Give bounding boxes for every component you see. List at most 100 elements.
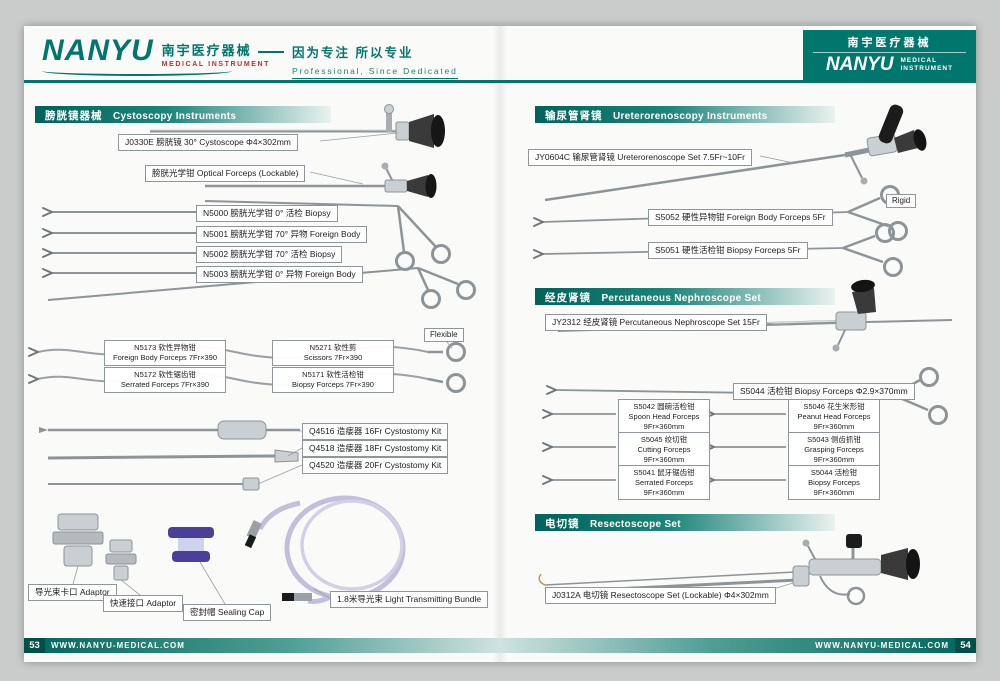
section-header-cystoscopy: 膀胱镜器械 Cystoscopy Instruments — [35, 106, 331, 123]
label-line: 9Fr×360mm — [643, 421, 685, 431]
label-q4518: Q4518 造瘘器 18Fr Cystostomy Kit — [302, 440, 449, 458]
section-title-en: Resectoscope Set — [589, 519, 681, 530]
slogan: 因为专注 所以专业 Professional, Since Dedicated — [258, 42, 458, 79]
cystoscope-art — [150, 104, 445, 148]
label-line: N5171 软性活检钳 — [302, 370, 364, 379]
page-number-left: 53 — [24, 638, 45, 653]
optical-forceps-inserts-art — [42, 207, 196, 278]
corner-logo-block: 南宇医疗器械 NANYU MEDICAL INSTRUMENT — [803, 30, 976, 80]
label-s5051: S5051 硬性活检钳 Biopsy Forceps 5Fr — [648, 242, 808, 260]
brand-subtitle: MEDICAL INSTRUMENT — [161, 61, 271, 68]
section-title-en: Ureterorenoscopy Instruments — [612, 111, 768, 122]
label-q4520: Q4520 造瘘器 20Fr Cystostomy Kit — [302, 457, 449, 475]
section-title-cn: 膀胱镜器械 — [45, 110, 103, 122]
label-line: Scissors 7Fr×390 — [303, 352, 363, 362]
label-n5172: N5172 软性锯齿钳 Serrated Forceps 7Fr×390 — [104, 367, 226, 393]
adaptors-art — [52, 513, 137, 581]
corner-brand-wordmark: NANYU — [825, 54, 894, 75]
logo-swoosh — [42, 68, 232, 76]
corner-subtitle-line2: INSTRUMENT — [900, 64, 954, 72]
tag-rigid: Rigid — [886, 194, 917, 209]
page-number-right: 54 — [955, 638, 976, 653]
label-line: 9Fr×360mm — [813, 454, 855, 464]
resectoscope-art — [538, 534, 920, 606]
label-jy0604c: JY0604C 输尿管肾镜 Ureterorenoscope Set 7.5Fr… — [528, 149, 752, 167]
tag-flexible: Flexible — [424, 328, 464, 343]
label-line: 9Fr×360mm — [813, 421, 855, 431]
section-header-resectoscopy: 电切镜 Resectoscope Set — [535, 514, 835, 531]
label-s5043: S5043 侧齿抓钳 Grasping Forceps 9Fr×360mm — [788, 432, 880, 468]
label-s5052: S5052 硬性异物钳 Foreign Body Forceps 5Fr — [648, 209, 833, 227]
brand-wordmark: NANYU — [42, 34, 154, 67]
label-line: Cutting Forceps — [637, 444, 691, 454]
label-line: 9Fr×360mm — [643, 454, 685, 464]
label-quick-adaptor: 快速接口 Adaptor — [103, 595, 184, 613]
slogan-english: Professional, Since Dedicated — [292, 66, 458, 79]
label-n5171: N5171 软性活检钳 Biopsy Forceps 7Fr×390 — [272, 367, 394, 393]
section-title-cn: 输尿管肾镜 — [545, 110, 603, 122]
leader-lines — [72, 132, 795, 605]
label-s5046: S5046 花生米形钳 Peanut Head Forceps 9Fr×360m… — [788, 399, 880, 435]
section-title-en: Percutaneous Nephroscope Set — [601, 293, 762, 304]
label-line: Grasping Forceps — [804, 444, 864, 454]
label-line: Foreign Body Forceps 7Fr×390 — [112, 352, 217, 362]
label-n5002: N5002 膀胱光学钳 70° 活检 Biopsy — [196, 246, 343, 264]
label-light-guide-adaptor: 导光束卡口 Adaptor — [28, 584, 117, 602]
corner-subtitle-line1: MEDICAL — [900, 56, 938, 64]
section-title-cn: 电切镜 — [545, 518, 580, 530]
label-s5041: S5041 鼠牙锯齿钳 Serrated Forceps 9Fr×360mm — [618, 465, 710, 501]
label-n5001: N5001 膀胱光学钳 70° 异物 Foreign Body — [196, 226, 368, 244]
label-s5044-long: S5044 活检钳 Biopsy Forceps Φ2.9×370mm — [733, 383, 915, 401]
label-line: S5042 圆碗活检钳 — [633, 402, 695, 411]
label-n5271: N5271 软性剪 Scissors 7Fr×390 — [272, 340, 394, 366]
label-line: S5043 侧齿抓钳 — [807, 435, 861, 444]
label-n5173: N5173 软性异物钳 Foreign Body Forceps 7Fr×390 — [104, 340, 226, 366]
label-line: S5046 花生米形钳 — [803, 402, 865, 411]
label-n5000: N5000 膀胱光学钳 0° 活检 Biopsy — [196, 205, 338, 223]
label-line: N5172 软性锯齿钳 — [134, 370, 196, 379]
label-line: Serrated Forceps 7Fr×390 — [120, 379, 210, 389]
center-fold — [492, 26, 508, 662]
label-line: N5173 软性异物钳 — [134, 343, 196, 352]
slogan-chinese-text: 因为专注 所以专业 — [292, 46, 414, 60]
label-line: N5271 软性剪 — [309, 343, 357, 352]
label-line: Serrated Forceps — [635, 477, 693, 487]
corner-subtitle: MEDICAL INSTRUMENT — [900, 57, 953, 73]
label-j0312a: J0312A 电切镜 Resectoscope Set (Lockable) Φ… — [545, 587, 776, 605]
label-line: S5045 绞切钳 — [640, 435, 688, 444]
label-line: 9Fr×360mm — [643, 487, 685, 497]
section-header-ureteroscopy: 输尿管肾镜 Ureterorenoscopy Instruments — [535, 106, 835, 123]
label-s5044: S5044 活检钳 Biopsy Forceps 9Fr×360mm — [788, 465, 880, 501]
label-line: Biopsy Forceps — [808, 477, 860, 487]
label-line: Biopsy Forceps 7Fr×390 — [292, 379, 374, 389]
label-line: Peanut Head Forceps — [797, 411, 871, 421]
header-divider-line — [24, 80, 976, 83]
slogan-chinese: 因为专注 所以专业 — [258, 42, 458, 61]
label-jy2312: JY2312 经皮肾镜 Percutaneous Nephroscope Set… — [545, 314, 767, 332]
brand-chinese-name: 南宇医疗器械 — [161, 43, 252, 58]
cystostomy-kits-art — [39, 420, 300, 491]
label-s5042: S5042 圆碗活检钳 Spoon Head Forceps 9Fr×360mm — [618, 399, 710, 435]
section-title-cn: 经皮肾镜 — [545, 292, 591, 304]
label-line: 9Fr×360mm — [813, 487, 855, 497]
flexible-forceps-art — [28, 342, 466, 393]
label-s5045: S5045 绞切钳 Cutting Forceps 9Fr×360mm — [618, 432, 710, 468]
label-line: S5044 活检钳 — [810, 468, 858, 477]
sealing-cap-art — [168, 527, 214, 562]
label-optical-forceps: 膀胱光学钳 Optical Forceps (Lockable) — [145, 165, 306, 183]
light-bundle-art — [244, 495, 406, 604]
label-j0330e-cystoscope: J0330E 膀胱镜 30° Cystoscope Φ4×302mm — [118, 134, 298, 152]
section-header-nephroscopy: 经皮肾镜 Percutaneous Nephroscope Set — [535, 288, 835, 305]
label-sealing-cap: 密封帽 Sealing Cap — [183, 604, 272, 622]
website-url-right[interactable]: WWW.NANYU-MEDICAL.COM — [815, 641, 949, 650]
label-light-bundle: 1.8米导光束 Light Transmitting Bundle — [330, 591, 489, 609]
forceps-grid-art — [542, 409, 786, 485]
website-url-left[interactable]: WWW.NANYU-MEDICAL.COM — [51, 641, 185, 650]
section-title-en: Cystoscopy Instruments — [112, 111, 237, 122]
corner-chinese-name: 南宇医疗器械 — [813, 34, 966, 53]
footer-bar: 53 WWW.NANYU-MEDICAL.COM WWW.NANYU-MEDIC… — [24, 638, 976, 653]
label-n5003: N5003 膀胱光学钳 0° 异物 Foreign Body — [196, 266, 363, 284]
label-line: S5041 鼠牙锯齿钳 — [633, 468, 695, 477]
